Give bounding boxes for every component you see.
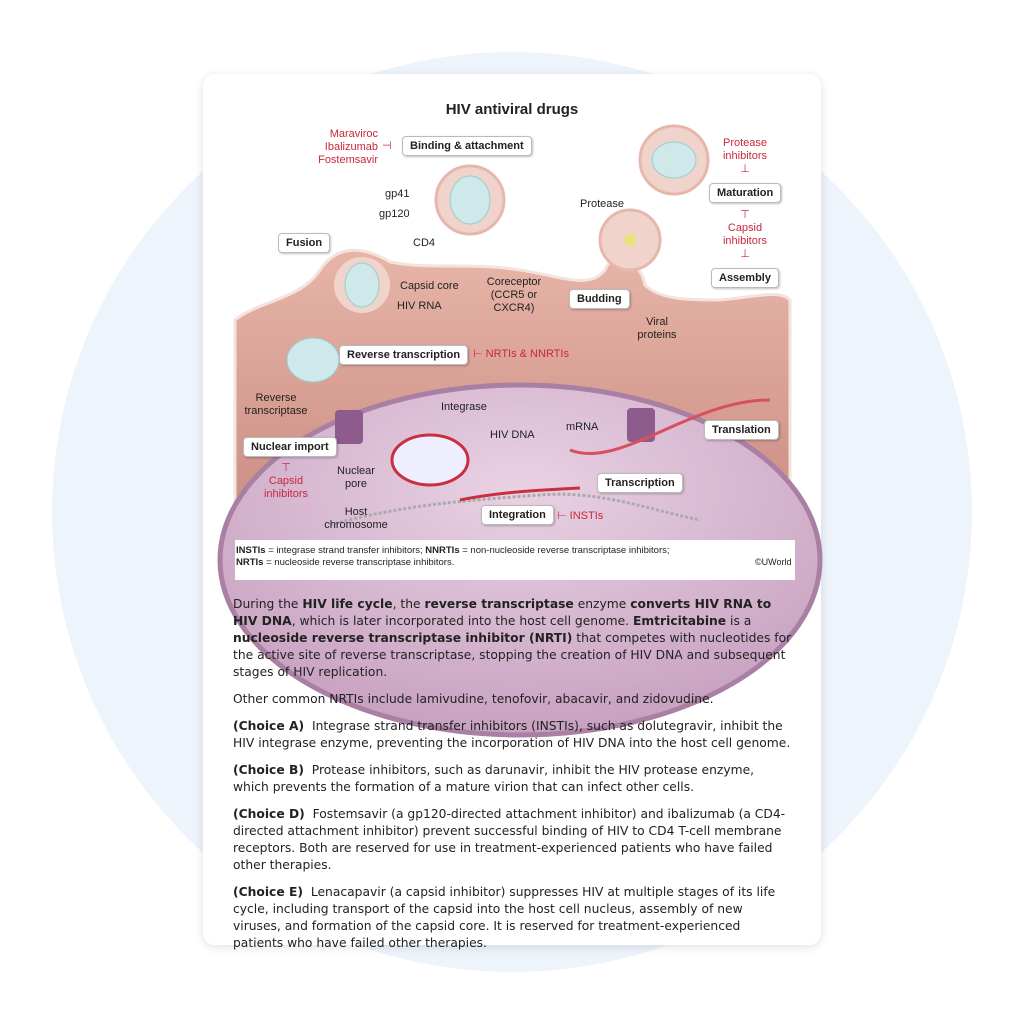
capsid-inh-line1: Capsid — [727, 222, 763, 234]
insti-inhibitors: ⊢ INSTIs — [557, 510, 604, 522]
explanation-paragraph-2: Other common NRTIs include lamivudine, t… — [233, 692, 714, 706]
choice-text: Protease inhibitors, such as darunavir, … — [233, 763, 755, 794]
inhibit-bar: ⊤ — [281, 462, 291, 474]
label-protease: Protease — [580, 198, 625, 210]
nuclear-pore-line2: pore — [344, 478, 368, 490]
coreceptor-line2: (CCR5 or — [490, 289, 538, 301]
emphasis-text: reverse transcriptase — [424, 597, 574, 611]
choice-text: Lenacapavir (a capsid inhibitor) suppres… — [233, 885, 776, 950]
label-host-chromosome: Host chromosome — [320, 506, 392, 532]
emphasis-text: HIV life cycle — [302, 597, 393, 611]
choice-text: Fostemsavir (a gp120-directed attachment… — [233, 807, 786, 872]
attachment-inhibitors: Maraviroc Ibalizumab Fostemsavir — [318, 128, 378, 167]
abbr-nrtis: NRTIs — [236, 557, 264, 568]
label-nuclear-pore: Nuclear pore — [333, 465, 379, 491]
capsid-nuclear-import — [286, 337, 340, 383]
capsid-inhibitors-import: ⊤ Capsid inhibitors — [258, 462, 314, 501]
body-text: , the — [392, 597, 425, 611]
copyright: ©UWorld — [755, 557, 792, 567]
label-coreceptor: Coreceptor (CCR5 or CXCR4) — [484, 276, 544, 315]
virion-binding — [434, 164, 506, 236]
body-text: During the — [233, 597, 303, 611]
label-integrase: Integrase — [441, 401, 487, 413]
label-cd4: CD4 — [413, 237, 436, 249]
drug-maraviroc: Maraviroc — [329, 128, 378, 140]
choice-text: Integrase strand transfer inhibitors (IN… — [233, 719, 791, 750]
label-reverse-transcriptase: Reverse transcriptase — [238, 392, 314, 418]
def-instis: = integrase strand transfer inhibitors; — [265, 545, 426, 556]
drug-fostemsavir: Fostemsavir — [318, 154, 378, 166]
rt-line2: transcriptase — [244, 405, 308, 417]
capsid-inh3-line2: inhibitors — [263, 488, 309, 500]
choice-e-explanation: (Choice E) Lenacapavir (a capsid inhibit… — [233, 884, 793, 952]
label-mrna: mRNA — [566, 421, 599, 433]
label-hiv-rna: HIV RNA — [397, 300, 442, 312]
stage-maturation: Maturation — [709, 183, 782, 203]
body-text: is a — [726, 614, 752, 628]
protease-inh-line1: Protease — [722, 137, 768, 149]
label-hiv-dna: HIV DNA — [490, 429, 535, 441]
choice-label: (Choice B) — [233, 763, 304, 777]
label-gp41: gp41 — [385, 188, 410, 200]
inhibit-bar: ⊥ — [740, 163, 750, 175]
stage-assembly: Assembly — [711, 268, 779, 288]
nuclear-pore-left — [335, 410, 363, 444]
stage-nuclear-import: Nuclear import — [243, 437, 337, 457]
nrti-nnrti-inhibitors: ⊢ NRTIs & NNRTIs — [473, 348, 569, 360]
protease-inh-line2: inhibitors — [722, 150, 768, 162]
footnote-line1: INSTIs = integrase strand transfer inhib… — [236, 545, 670, 557]
stage-translation: Translation — [704, 420, 779, 440]
choice-a-explanation: (Choice A) Integrase strand transfer inh… — [233, 718, 793, 752]
host-chrom-line2: chromosome — [324, 519, 388, 531]
emphasis-text: nucleoside reverse transcriptase inhibit… — [233, 631, 573, 645]
choice-label: (Choice E) — [233, 885, 303, 899]
explanation-paragraph-1: During the HIV life cycle, the reverse t… — [233, 596, 793, 681]
capsid-inhibitors-assembly: ⊤ Capsid inhibitors ⊥ — [715, 209, 775, 261]
emphasis-text: Emtricitabine — [632, 614, 727, 628]
viral-proteins-line2: proteins — [637, 329, 677, 341]
capsid-inh-line2: inhibitors — [722, 235, 768, 247]
label-viral-proteins: Viral proteins — [632, 316, 682, 342]
nuclear-pore-line1: Nuclear — [337, 465, 375, 477]
choice-d-explanation: (Choice D) Fostemsavir (a gp120-directed… — [233, 806, 793, 874]
inhibit-bar: ⊥ — [740, 248, 750, 260]
label-capsid-core: Capsid core — [400, 280, 459, 292]
inhibit-bar: ⊤ — [740, 209, 750, 221]
label-gp120: gp120 — [379, 208, 410, 220]
body-text: , which is later incorporated into the h… — [291, 614, 633, 628]
protease-inhibitors: Protease inhibitors ⊥ — [715, 137, 775, 176]
def-nrtis: = nucleoside reverse transcriptase inhib… — [263, 557, 455, 568]
stage-reverse-transcription: Reverse transcription — [339, 345, 469, 365]
virion-fusion — [334, 257, 390, 313]
viral-proteins-line1: Viral — [646, 316, 668, 328]
coreceptor-line3: CXCR4) — [493, 302, 535, 314]
stage-transcription: Transcription — [597, 473, 683, 493]
inhibit-arrow: ⊣ — [382, 140, 392, 152]
choice-label: (Choice A) — [233, 719, 305, 733]
host-chrom-line1: Host — [344, 506, 368, 518]
footnote-line2: NRTIs = nucleoside reverse transcriptase… — [236, 557, 454, 569]
abbr-nnrtis: NNRTIs — [425, 545, 460, 556]
nuclear-pore-right — [627, 408, 655, 442]
body-text: that competes with nucleotides for the a… — [233, 631, 792, 679]
diagram-title: HIV antiviral drugs — [445, 101, 579, 118]
stage-binding-attachment: Binding & attachment — [402, 136, 532, 156]
stage-budding: Budding — [569, 289, 630, 309]
def-nnrtis: = non-nucleoside reverse transcriptase i… — [459, 545, 670, 556]
drug-ibalizumab: Ibalizumab — [324, 141, 378, 153]
emphasis-text: converts HIV RNA to HIV DNA — [233, 597, 772, 628]
virion-budding — [598, 208, 662, 272]
abbr-instis: INSTIs — [236, 545, 266, 556]
stage-fusion: Fusion — [278, 233, 331, 253]
body-text: enzyme — [573, 597, 631, 611]
choice-label: (Choice D) — [233, 807, 305, 821]
rt-line1: Reverse — [255, 392, 297, 404]
capsid-inh3-line1: Capsid — [268, 475, 304, 487]
choice-b-explanation: (Choice B) Protease inhibitors, such as … — [233, 762, 793, 796]
explanation-text: During the HIV life cycle, the reverse t… — [233, 596, 793, 962]
coreceptor-line1: Coreceptor — [486, 276, 542, 288]
stage-integration: Integration — [481, 505, 554, 525]
virion-mature — [638, 124, 710, 196]
